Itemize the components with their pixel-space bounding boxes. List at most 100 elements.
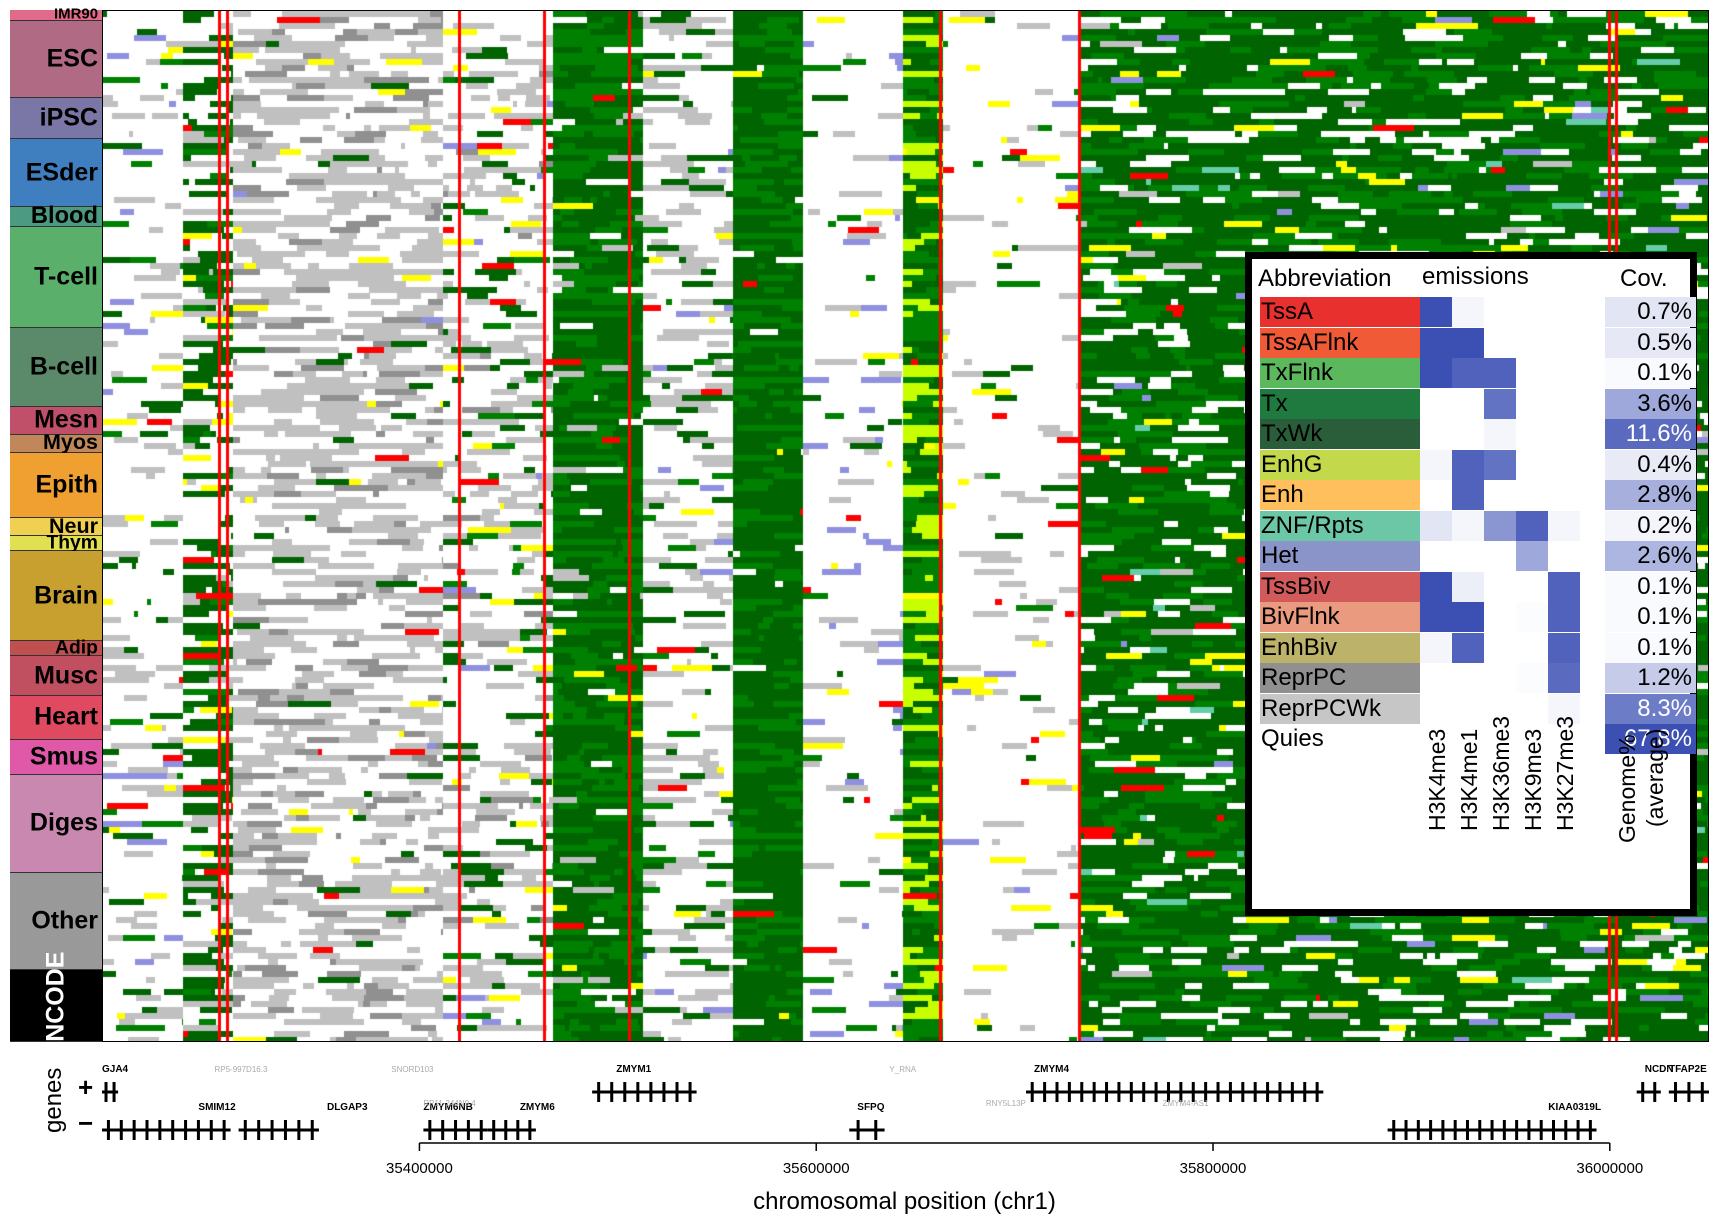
cell-group-blood: Blood xyxy=(10,202,102,229)
cell-group-adip: Adip xyxy=(10,638,102,658)
coverage-value: 0.1% xyxy=(1605,632,1696,663)
gene-exon xyxy=(1290,1082,1294,1102)
state-abbreviation: BivFlnk xyxy=(1260,602,1422,632)
emission-cell xyxy=(1420,663,1452,693)
cell-group-label: Neur xyxy=(48,513,98,538)
emission-cell xyxy=(1548,480,1580,510)
gene-exon xyxy=(1404,1120,1408,1140)
emission-cell xyxy=(1452,663,1484,693)
cell-group-diges: Diges xyxy=(10,774,102,874)
gene-exon xyxy=(1564,1120,1568,1140)
emission-cell xyxy=(1548,449,1580,480)
x-tick-label: 35800000 xyxy=(1180,1160,1247,1177)
gene-exon xyxy=(1105,1082,1109,1102)
gene-exon xyxy=(492,1120,496,1140)
emission-cell xyxy=(1484,327,1516,358)
emission-cell xyxy=(1484,358,1516,388)
gene-exon xyxy=(1080,1082,1084,1102)
cell-group-label: B-cell xyxy=(29,352,98,381)
genes-label-text: genes xyxy=(40,1067,67,1133)
emission-cell xyxy=(1484,419,1516,449)
gene-exon xyxy=(1303,1082,1307,1102)
gene-exon xyxy=(1228,1082,1232,1102)
gene-exon xyxy=(662,1082,666,1102)
gene-exon xyxy=(479,1120,483,1140)
coverage-value: 0.2% xyxy=(1605,510,1696,541)
cell-group-epith: Epith xyxy=(10,452,102,519)
emission-cell xyxy=(1420,632,1452,663)
state-abbreviation: TssA xyxy=(1260,297,1422,327)
gene-exon xyxy=(1117,1082,1121,1102)
gene-exon xyxy=(1502,1120,1506,1140)
gene-exon xyxy=(504,1120,508,1140)
legend-header-emissions: emissions xyxy=(1422,263,1529,290)
state-abbreviation: ReprPCWk xyxy=(1260,693,1422,724)
x-tick-label: 35600000 xyxy=(783,1160,850,1177)
mark-label: H3K4me3 xyxy=(1424,728,1450,831)
legend-row-enhbiv: EnhBiv 0.1% xyxy=(1260,632,1696,663)
cell-group-myos: Myos xyxy=(10,432,102,453)
gene-exon xyxy=(1092,1082,1096,1102)
state-abbreviation: Enh xyxy=(1260,480,1422,510)
x-axis-label: chromosomal position (chr1) xyxy=(753,1188,1056,1215)
strand-minus-label: − xyxy=(78,1108,94,1138)
emission-cell xyxy=(1484,510,1516,541)
cell-group-ipsc: iPSC xyxy=(10,97,102,140)
emission-cell xyxy=(1420,571,1452,602)
gene-label: Y_RNA xyxy=(889,1065,916,1074)
gene-exon xyxy=(283,1120,287,1140)
gene-exon xyxy=(1700,1082,1704,1102)
gene-exon xyxy=(874,1120,878,1140)
legend-header-coverage: Cov. xyxy=(1620,265,1668,292)
emission-cell xyxy=(1420,297,1452,327)
cell-group-smus: Smus xyxy=(10,739,102,775)
emission-cell xyxy=(1484,663,1516,693)
emission-cell xyxy=(1548,510,1580,541)
emission-cell xyxy=(1516,388,1548,419)
cell-group-label: Blood xyxy=(30,202,98,229)
gene-label: TFAP2E xyxy=(1669,1064,1707,1075)
genome-percent-label: Genome% xyxy=(1614,734,1640,843)
gene-exon xyxy=(1166,1082,1170,1102)
state-abbreviation: EnhBiv xyxy=(1260,632,1422,663)
gene-exon xyxy=(119,1120,123,1140)
cell-group-other: Other xyxy=(10,873,102,970)
gene-exon xyxy=(171,1120,175,1140)
emission-cell xyxy=(1484,449,1516,480)
cell-group-esder: ESder xyxy=(10,139,102,208)
gene-exon xyxy=(1191,1082,1195,1102)
emission-cell xyxy=(1484,602,1516,632)
gene-exon xyxy=(688,1082,692,1102)
gene-exon xyxy=(466,1120,470,1140)
cell-group-label: Smus xyxy=(29,742,98,771)
emission-cell xyxy=(1548,571,1580,602)
emission-cell xyxy=(1548,693,1580,724)
gene-exon xyxy=(1588,1120,1592,1140)
gene-label: DLGAP3 xyxy=(327,1102,368,1113)
gene-exon xyxy=(1315,1082,1319,1102)
gene-label: SFPQ xyxy=(857,1102,884,1113)
legend-header-abbreviation: Abbreviation xyxy=(1258,265,1392,292)
gene-exon xyxy=(675,1082,679,1102)
gene-exon xyxy=(1067,1082,1071,1102)
emission-cell xyxy=(1420,480,1452,510)
emission-cell xyxy=(1452,571,1484,602)
emission-cell xyxy=(1548,388,1580,419)
gene-exon xyxy=(428,1120,432,1140)
gene-label: SMIM12 xyxy=(198,1102,236,1113)
gene-exon xyxy=(1179,1082,1183,1102)
strand-plus-label: + xyxy=(78,1072,94,1102)
emission-cell xyxy=(1548,663,1580,693)
gene-exon xyxy=(1539,1120,1543,1140)
gene-exon xyxy=(649,1082,653,1102)
gene-exon xyxy=(1465,1120,1469,1140)
emission-cell xyxy=(1484,571,1516,602)
gene-exon xyxy=(270,1120,274,1140)
gene-exon xyxy=(209,1120,213,1140)
gene-exon xyxy=(297,1120,301,1140)
gene-label: SNORD103 xyxy=(391,1065,434,1074)
gene-label: RNY5L13P xyxy=(986,1099,1026,1108)
